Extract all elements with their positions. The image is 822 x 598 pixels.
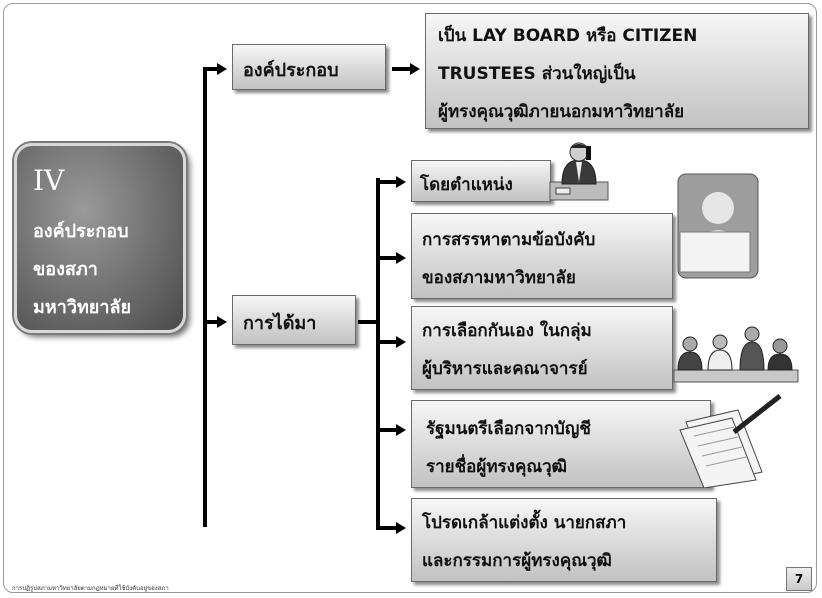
method-label: โดยตำแหน่ง (420, 175, 513, 195)
method-label: การเลือกกันเอง ในกลุ่ม (422, 321, 592, 341)
method-label: การสรรหาตามข้อบังคับ (422, 230, 596, 250)
arrow-icon (396, 336, 406, 348)
connector (376, 526, 396, 530)
connector (392, 67, 410, 71)
method-box-royal-appointment: โปรดเกล้าแต่งตั้ง นายกสภา และกรรมการผู้ท… (411, 498, 717, 582)
arrow-icon (396, 252, 406, 264)
arrow-icon (396, 522, 406, 534)
footer-text: การปฏิรูปสภามหาวิทยาลัยตามกฎหมายที่ใช้บั… (12, 585, 169, 592)
method-label: ผู้บริหารและคณาจารย์ (422, 359, 588, 379)
connector (376, 340, 396, 344)
method-box-ex-officio: โดยตำแหน่ง (411, 160, 551, 202)
meeting-people-icon (673, 326, 799, 383)
main-line-2: ของสภา (33, 259, 98, 280)
method-label: โปรดเกล้าแต่งตั้ง นายกสภา (422, 513, 627, 533)
connector (203, 320, 217, 324)
arrow-icon (396, 424, 406, 436)
main-topic-box: IV องค์ประกอบ ของสภา มหาวิทยาลัย (14, 143, 186, 333)
businessman-phone-icon (549, 142, 609, 201)
methods-trunk-line (376, 178, 380, 528)
composition-detail-box: เป็น LAY BOARD หรือ CITIZEN TRUSTEES ส่ว… (425, 13, 809, 129)
arrow-icon (410, 63, 420, 75)
main-roman-numeral: IV (33, 164, 65, 197)
connector (376, 428, 396, 432)
method-box-recruitment: การสรรหาตามข้อบังคับ ของสภามหาวิทยาลัย (411, 213, 673, 299)
branch-composition-box: องค์ประกอบ (232, 44, 386, 90)
slide-frame (3, 3, 817, 593)
arrow-icon (396, 176, 406, 188)
arrow-icon (217, 63, 227, 75)
method-label: รัฐมนตรีเลือกจากบัญชี (426, 419, 591, 439)
branch-acquisition-label: การได้มา (243, 313, 317, 334)
arrow-icon (217, 316, 227, 328)
method-label: และกรรมการผู้ทรงคุณวุฒิ (422, 551, 612, 571)
branch-acquisition-box: การได้มา (232, 295, 356, 345)
composition-detail-line-2: TRUSTEES ส่วนใหญ่เป็น (438, 64, 636, 84)
method-label: ของสภามหาวิทยาลัย (422, 268, 576, 288)
page-number: 7 (786, 567, 812, 591)
main-line-3: มหาวิทยาลัย (33, 297, 132, 318)
connector (376, 180, 396, 184)
main-line-1: องค์ประกอบ (33, 221, 129, 242)
connector (376, 256, 396, 260)
silhouette-profile-icon (677, 173, 759, 279)
connector (358, 320, 378, 324)
method-label: รายชื่อผู้ทรงคุณวุฒิ (426, 457, 568, 477)
method-box-minister: รัฐมนตรีเลือกจากบัญชี รายชื่อผู้ทรงคุณวุ… (411, 400, 711, 488)
method-box-election: การเลือกกันเอง ในกลุ่ม ผู้บริหารและคณาจา… (411, 306, 673, 390)
papers-pen-icon (679, 394, 782, 488)
branch-composition-label: องค์ประกอบ (243, 60, 339, 81)
composition-detail-line-1: เป็น LAY BOARD หรือ CITIZEN (438, 26, 698, 46)
composition-detail-line-3: ผู้ทรงคุณวุฒิภายนอกมหาวิทยาลัย (438, 102, 685, 122)
trunk-line (203, 67, 207, 527)
connector (203, 67, 217, 71)
